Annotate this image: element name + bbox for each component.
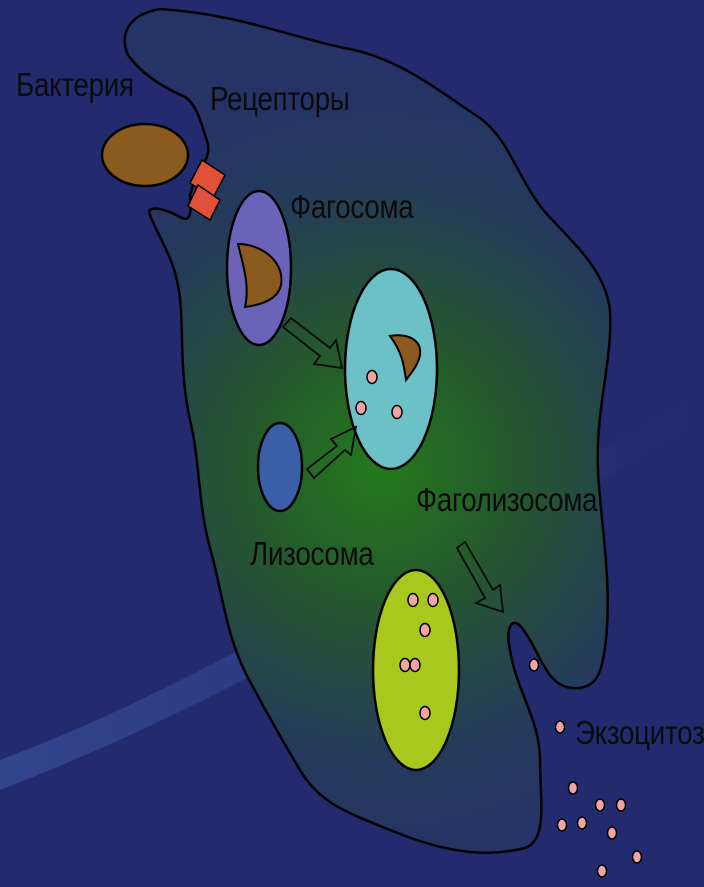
label-exocytosis: Экзоцитоз — [575, 714, 704, 752]
released-granules — [530, 659, 642, 877]
label-receptors: Рецепторы — [210, 80, 350, 118]
label-phagolysosome: Фаголизосома — [416, 481, 597, 519]
phagolysosome-shape — [345, 269, 437, 469]
label-bacteria: Бактерия — [16, 66, 134, 104]
label-lysosome: Лизосома — [250, 535, 374, 573]
lysosome-shape — [258, 423, 302, 511]
label-phagosome: Фагосома — [290, 188, 413, 226]
bacteria-shape — [102, 124, 188, 186]
